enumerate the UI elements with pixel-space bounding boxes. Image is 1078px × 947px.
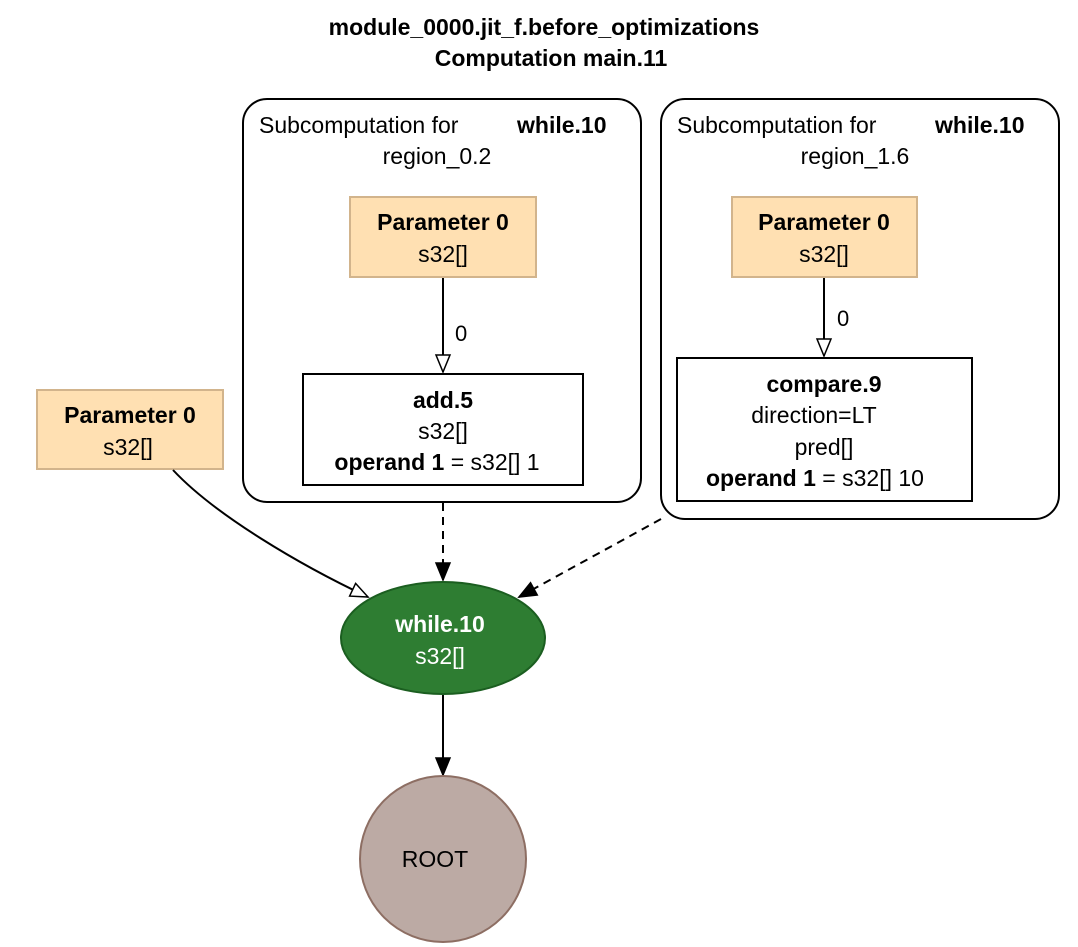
- cluster-target: while.10: [934, 112, 1024, 138]
- operand-value: = s32[] 10: [816, 465, 924, 491]
- while-node[interactable]: while.10 s32[]: [340, 581, 546, 695]
- root-node-shape: [359, 775, 527, 943]
- cluster-region: region_0.2: [383, 143, 492, 169]
- subcomputation-cluster-region-0: Subcomputation for while.10 region_0.2 P…: [242, 98, 642, 503]
- compare-node-name: compare.9: [766, 371, 881, 397]
- param-node-name: Parameter 0: [377, 209, 509, 235]
- param-node-type: s32[]: [418, 241, 468, 267]
- param-node[interactable]: Parameter 0 s32[]: [349, 196, 537, 278]
- param-node-name: Parameter 0: [64, 402, 196, 428]
- compare-node-box: [676, 357, 973, 502]
- compare-node-type: pred[]: [795, 434, 854, 460]
- compare-node-operand: operand 1 = s32[] 10: [706, 465, 924, 491]
- cluster-target: while.10: [516, 112, 606, 138]
- cluster-prefix: Subcomputation for: [677, 112, 877, 138]
- operand-label: operand 1: [706, 465, 816, 491]
- operand-value: = s32[] 1: [444, 449, 539, 475]
- edge-label: 0: [837, 306, 849, 331]
- graph-title-line1: module_0000.jit_f.before_optimizations: [329, 14, 760, 40]
- cluster-region: region_1.6: [801, 143, 910, 169]
- param-node-box: [36, 389, 224, 470]
- edge-region1-to-while: [517, 518, 662, 598]
- add-node-type: s32[]: [418, 418, 468, 444]
- compare-node[interactable]: compare.9 direction=LT pred[] operand 1 …: [676, 357, 973, 502]
- param-node[interactable]: Parameter 0 s32[]: [731, 196, 918, 278]
- subcomputation-cluster-region-1: Subcomputation for while.10 region_1.6 P…: [660, 98, 1060, 520]
- while-node-type: s32[]: [415, 643, 465, 669]
- root-node-label: ROOT: [402, 846, 468, 872]
- add-node-name: add.5: [413, 387, 473, 413]
- root-node[interactable]: ROOT: [359, 775, 527, 943]
- add-node-box: [302, 373, 584, 486]
- param-node-type: s32[]: [799, 241, 849, 267]
- add-node-operand: operand 1 = s32[] 1: [334, 449, 539, 475]
- while-node-name: while.10: [394, 611, 484, 637]
- param-node-box: [731, 196, 918, 278]
- add-node[interactable]: add.5 s32[] operand 1 = s32[] 1: [302, 373, 584, 486]
- graph-title-line2: Computation main.11: [435, 45, 668, 71]
- param-node-name: Parameter 0: [758, 209, 890, 235]
- param-node-box: [349, 196, 537, 278]
- edge-label: 0: [455, 321, 467, 346]
- edge-param-to-while: [172, 469, 370, 598]
- operand-label: operand 1: [334, 449, 444, 475]
- compare-node-direction: direction=LT: [751, 402, 877, 428]
- param-node-type: s32[]: [103, 434, 153, 460]
- while-node-shape: [340, 581, 546, 695]
- main-param-node[interactable]: Parameter 0 s32[]: [36, 389, 224, 470]
- cluster-prefix: Subcomputation for: [259, 112, 459, 138]
